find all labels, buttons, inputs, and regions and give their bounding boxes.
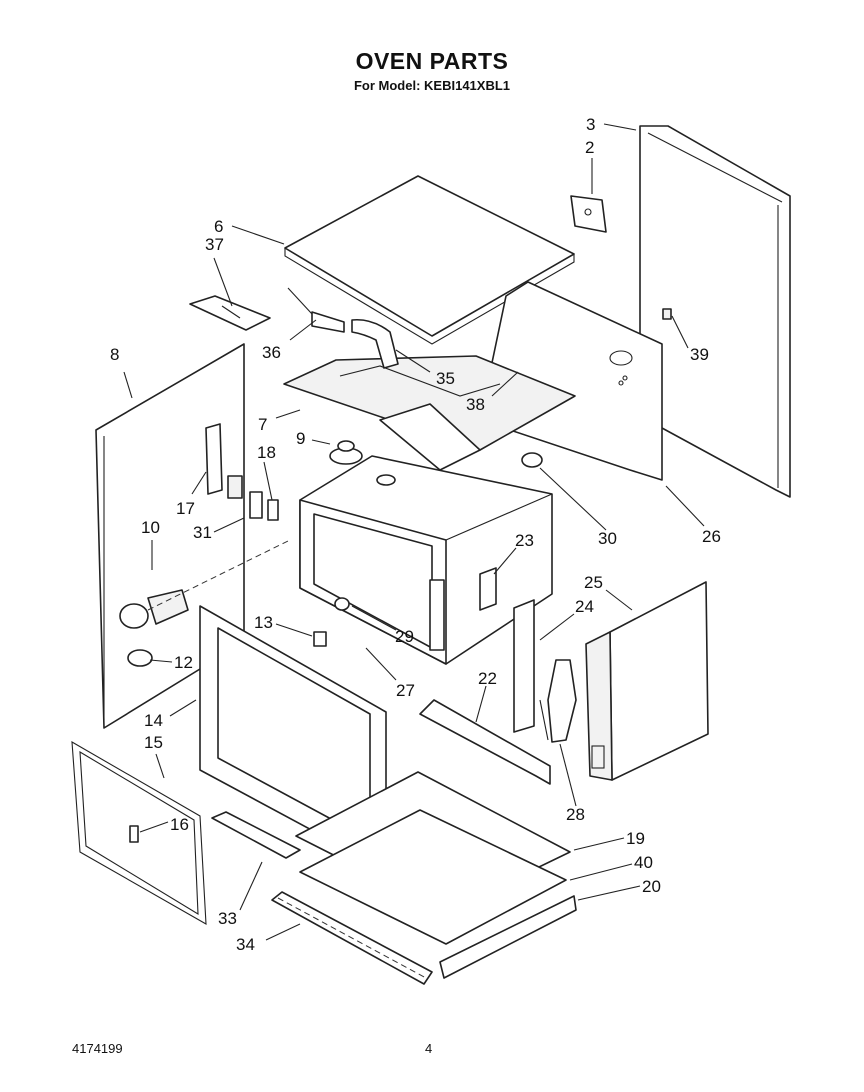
part-door-panel-right	[585, 581, 709, 781]
callout-label: 23	[515, 531, 534, 550]
callout-label: 25	[584, 573, 603, 592]
model-subtitle: For Model: KEBI141XBL1	[353, 78, 511, 93]
part-hinge	[513, 599, 577, 743]
part-bottom-panels	[295, 771, 577, 979]
callout-label: 26	[702, 527, 721, 546]
part-vent-grille	[211, 811, 433, 985]
part-vent	[189, 295, 271, 331]
callout-label: 16	[170, 815, 189, 834]
part-door-hinge-bracket	[205, 423, 279, 521]
part-oven-cavity	[299, 455, 553, 665]
callout-label: 36	[262, 343, 281, 362]
page-title: OVEN PARTS	[355, 48, 509, 74]
callout-label: 17	[176, 499, 195, 518]
part-top-panel	[284, 175, 575, 345]
callout-labels: 3 2 6 37 36 35 39 8 38 7 9 18 17 31 10 3…	[110, 115, 721, 954]
part-bracket	[570, 195, 607, 233]
part-rear-panel	[639, 125, 791, 498]
callout-label: 39	[690, 345, 709, 364]
callout-label: 29	[395, 627, 414, 646]
callout-label: 9	[296, 429, 305, 448]
part-light-assembly	[119, 539, 291, 667]
callout-label: 15	[144, 733, 163, 752]
callout-label: 8	[110, 345, 119, 364]
callout-label: 35	[436, 369, 455, 388]
callout-label: 40	[634, 853, 653, 872]
part-cavity-bracket	[479, 567, 497, 611]
part-sensor	[329, 440, 363, 465]
part-vent-tube	[287, 287, 399, 369]
callout-label: 30	[598, 529, 617, 548]
callout-label: 22	[478, 669, 497, 688]
part-plug	[521, 452, 543, 468]
callout-label: 10	[141, 518, 160, 537]
callout-label: 38	[466, 395, 485, 414]
callout-label: 2	[585, 138, 594, 157]
callout-label: 19	[626, 829, 645, 848]
document-number: 4174199	[72, 1041, 123, 1056]
callout-label: 6	[214, 217, 223, 236]
part-oven-top-wrapper	[283, 355, 576, 471]
callout-label: 37	[205, 235, 224, 254]
callout-label: 12	[174, 653, 193, 672]
callout-label: 13	[254, 613, 273, 632]
page-number: 4	[425, 1041, 433, 1056]
callout-label: 27	[396, 681, 415, 700]
callout-label: 18	[257, 443, 276, 462]
part-clip	[313, 631, 327, 647]
callout-label: 3	[586, 115, 595, 134]
callout-label: 20	[642, 877, 661, 896]
callout-label: 34	[236, 935, 255, 954]
part-door-gasket	[71, 741, 207, 925]
callout-label: 7	[258, 415, 267, 434]
callout-label: 33	[218, 909, 237, 928]
callout-label: 28	[566, 805, 585, 824]
callout-label: 31	[193, 523, 212, 542]
leader-lines	[123, 123, 705, 941]
part-bottom-rail	[419, 699, 551, 785]
callout-label: 24	[575, 597, 594, 616]
callout-label: 14	[144, 711, 163, 730]
